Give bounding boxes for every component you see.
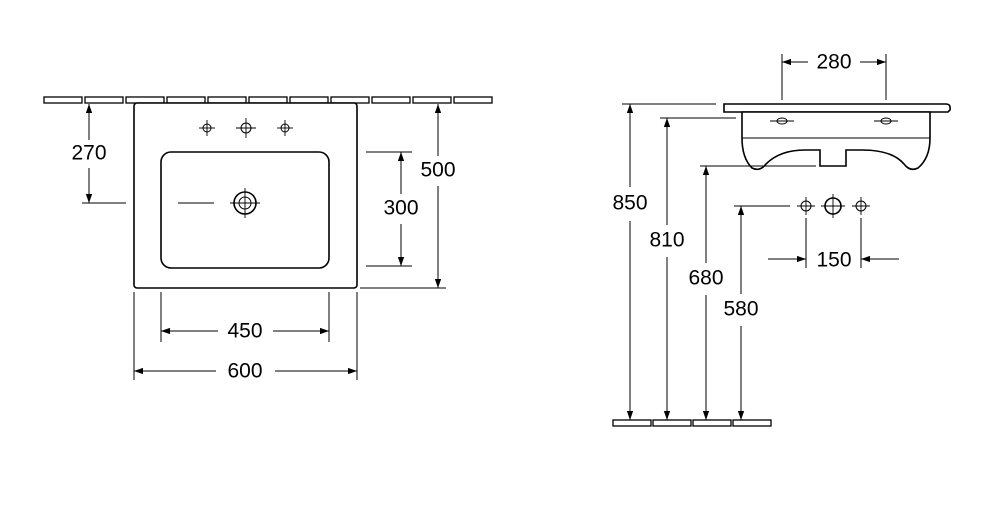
dim-label-580: 580 bbox=[723, 298, 758, 321]
tap-holes-top bbox=[199, 118, 293, 138]
dimension-270: 270 bbox=[69, 104, 126, 204]
dimension-500: 500 bbox=[360, 104, 458, 289]
dim-label-150: 150 bbox=[816, 249, 851, 272]
label-backdrop bbox=[647, 228, 687, 252]
dimension-280: 280 bbox=[781, 50, 887, 100]
wall-strip-top-view bbox=[43, 96, 493, 104]
dim-label-680: 680 bbox=[688, 267, 723, 290]
tap-hole-front-left-icon bbox=[797, 197, 815, 215]
dimension-600: 600 bbox=[133, 292, 358, 383]
dimension-850: 850 bbox=[610, 103, 716, 420]
dim-label-600: 600 bbox=[227, 360, 262, 383]
dim-label-850: 850 bbox=[612, 192, 647, 215]
dimension-680: 680 bbox=[686, 165, 816, 420]
side-view: 280 850 810 680 580 bbox=[610, 50, 951, 427]
basin-profile-side bbox=[723, 103, 951, 171]
dimension-300: 300 bbox=[366, 151, 421, 267]
dim-label-500: 500 bbox=[420, 159, 455, 182]
label-backdrop bbox=[610, 191, 650, 215]
label-backdrop bbox=[381, 196, 421, 220]
label-backdrop bbox=[686, 266, 726, 290]
drain-icon bbox=[178, 188, 260, 218]
dim-label-810: 810 bbox=[649, 229, 684, 252]
label-backdrop bbox=[418, 158, 458, 182]
dim-label-280: 280 bbox=[816, 51, 851, 74]
tap-hole-front-right-icon bbox=[852, 197, 870, 215]
dimension-810: 810 bbox=[647, 117, 736, 420]
tap-hole-front-center-icon bbox=[821, 194, 845, 218]
label-backdrop bbox=[225, 359, 265, 383]
label-backdrop bbox=[69, 141, 109, 165]
tap-hole-pattern-front bbox=[797, 194, 870, 218]
tap-hole-center-icon bbox=[236, 118, 256, 138]
floor-strip-side-view bbox=[612, 419, 772, 427]
dimension-450: 450 bbox=[160, 292, 330, 343]
dimension-580: 580 bbox=[721, 205, 790, 420]
dim-label-270: 270 bbox=[71, 142, 106, 165]
label-backdrop bbox=[225, 319, 265, 343]
label-backdrop bbox=[721, 297, 761, 321]
dim-label-450: 450 bbox=[227, 320, 262, 343]
top-view: 270 300 500 450 bbox=[43, 96, 493, 383]
tap-hole-left-side-icon bbox=[770, 117, 794, 125]
tap-hole-left-icon bbox=[199, 120, 215, 136]
label-backdrop bbox=[814, 248, 854, 272]
label-backdrop bbox=[814, 50, 854, 74]
tap-hole-right-icon bbox=[277, 120, 293, 136]
dimension-150: 150 bbox=[768, 218, 899, 272]
dim-label-300: 300 bbox=[383, 197, 418, 220]
tap-hole-right-side-icon bbox=[874, 117, 898, 125]
